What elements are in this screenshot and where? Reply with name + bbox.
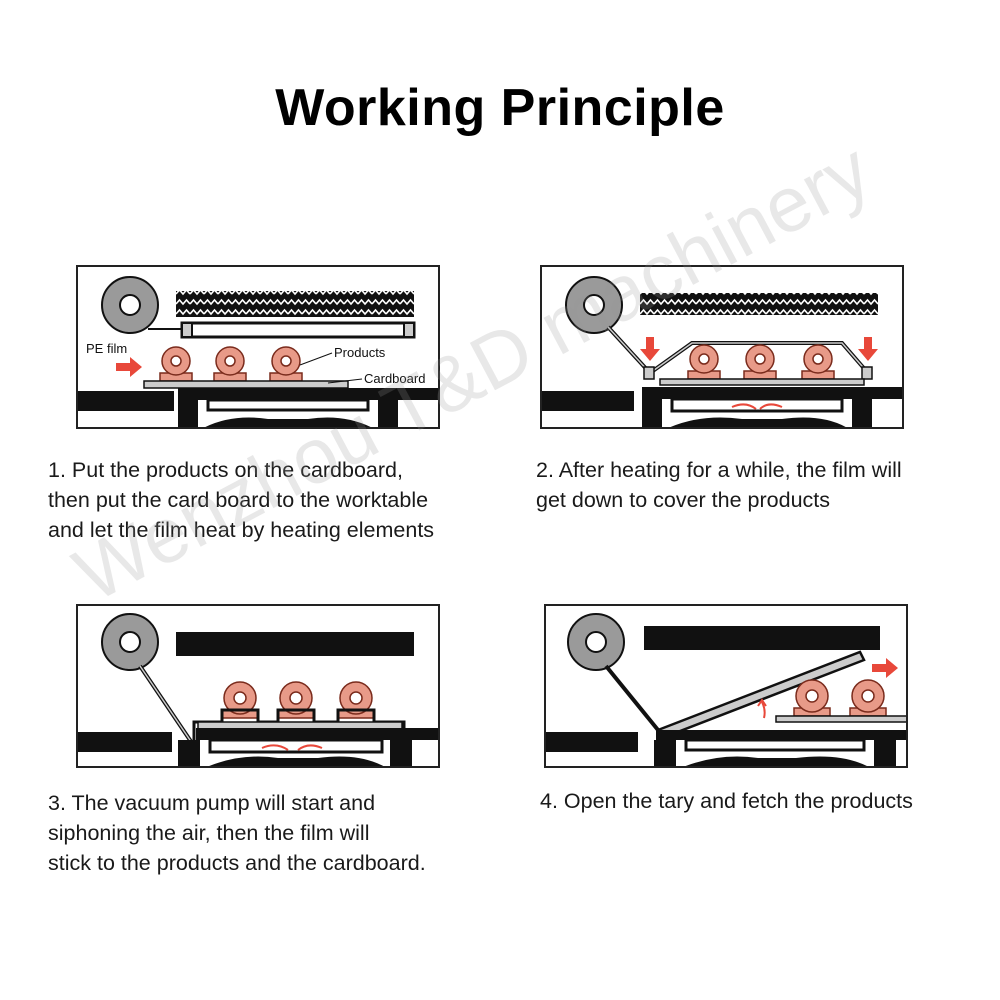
airflow-arrow-icon bbox=[759, 403, 783, 410]
heating-element bbox=[644, 626, 880, 650]
diagram-step-3 bbox=[76, 604, 440, 768]
film-roll-icon bbox=[101, 613, 159, 671]
film-roll-icon bbox=[565, 276, 623, 334]
cardboard bbox=[659, 378, 865, 386]
page-title: Working Principle bbox=[275, 79, 725, 137]
product-icon bbox=[801, 344, 835, 380]
diagram-step-2 bbox=[540, 265, 904, 429]
step-2-caption: 2. After heating for a while, the film w… bbox=[536, 458, 902, 512]
product-icon bbox=[277, 681, 315, 719]
cardboard bbox=[197, 721, 403, 730]
arrow-down-icon bbox=[858, 337, 878, 361]
product-icon bbox=[269, 346, 303, 382]
cardboard bbox=[143, 380, 349, 389]
product-icon bbox=[213, 346, 247, 382]
diagram-step-4 bbox=[544, 604, 908, 768]
arrow-up-icon bbox=[761, 701, 766, 719]
pe-film bbox=[604, 664, 660, 732]
product-icon bbox=[337, 681, 375, 719]
product-icon bbox=[849, 679, 887, 717]
cardboard-label: Cardboard bbox=[364, 371, 425, 386]
step-1-caption: 1. Put the products on the cardboard, th… bbox=[48, 458, 435, 542]
diagram-step-1: PE film Products Cardboard bbox=[76, 265, 440, 429]
film-frame bbox=[180, 321, 416, 339]
arrow-down-icon bbox=[640, 337, 660, 361]
film-frame bbox=[656, 650, 866, 740]
film-roll-icon bbox=[567, 613, 625, 671]
pe-film-label: PE film bbox=[86, 341, 127, 356]
arrow-right-icon bbox=[872, 658, 898, 678]
product-icon bbox=[687, 344, 721, 380]
step-4-caption: 4. Open the tary and fetch the products bbox=[540, 789, 913, 813]
film-roll-icon bbox=[101, 276, 159, 334]
airflow-arrow-icon bbox=[297, 744, 323, 751]
products-label: Products bbox=[334, 345, 386, 360]
cardboard bbox=[775, 715, 906, 723]
step-3-caption: 3. The vacuum pump will start and siphon… bbox=[48, 791, 426, 875]
airflow-arrow-icon bbox=[731, 403, 757, 410]
product-icon bbox=[743, 344, 777, 380]
airflow-arrow-icon bbox=[261, 744, 289, 751]
product-icon bbox=[793, 679, 831, 717]
product-icon bbox=[221, 681, 259, 719]
heating-element bbox=[176, 632, 414, 656]
arrow-right-icon bbox=[116, 357, 142, 377]
pe-film bbox=[192, 708, 406, 746]
product-icon bbox=[159, 346, 193, 382]
